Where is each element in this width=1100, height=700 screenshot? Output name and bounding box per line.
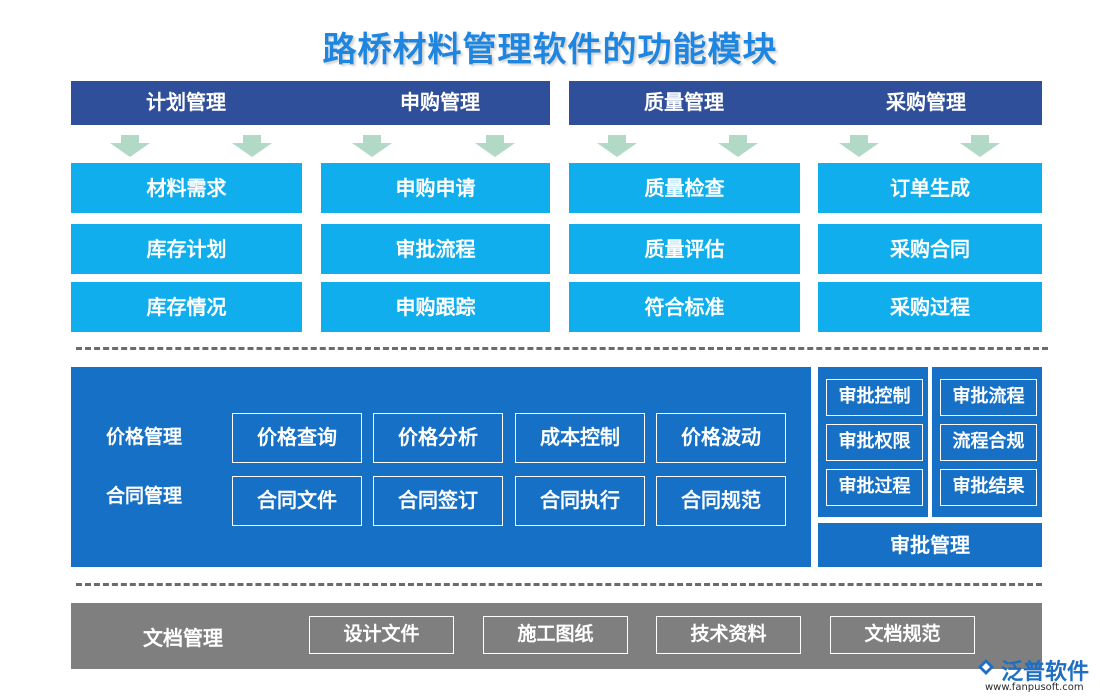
module-quality-assessment[interactable]: 质量评估 xyxy=(569,224,800,274)
price-management-label: 价格管理 xyxy=(106,426,183,448)
module-purchase-tracking[interactable]: 申购跟踪 xyxy=(321,282,550,332)
module-quality-inspection[interactable]: 质量检查 xyxy=(569,163,800,213)
approval-flow-box[interactable]: 审批流程 xyxy=(940,379,1037,416)
header-plan-management: 计划管理 xyxy=(146,90,226,114)
document-management-label: 文档管理 xyxy=(143,626,223,650)
brand-logo-icon xyxy=(978,659,994,675)
module-standard-compliance[interactable]: 符合标准 xyxy=(569,282,800,332)
approval-right-panel xyxy=(932,367,1042,517)
module-inventory-plan[interactable]: 库存计划 xyxy=(71,224,302,274)
module-approval-process[interactable]: 审批流程 xyxy=(321,224,550,274)
contract-documents-box[interactable]: 合同文件 xyxy=(232,476,362,526)
approval-permission-box[interactable]: 审批权限 xyxy=(826,424,923,461)
document-standards-box[interactable]: 文档规范 xyxy=(830,616,975,654)
cost-control-box[interactable]: 成本控制 xyxy=(515,413,645,463)
approval-management-title[interactable]: 审批管理 xyxy=(818,523,1042,567)
brand-url: www.fanpusoft.com xyxy=(985,682,1084,693)
price-fluctuation-box[interactable]: 价格波动 xyxy=(656,413,786,463)
arrow-down-icon xyxy=(475,135,515,157)
contract-signing-box[interactable]: 合同签订 xyxy=(373,476,503,526)
process-compliance-box[interactable]: 流程合规 xyxy=(940,424,1037,461)
dashed-divider xyxy=(76,347,1048,350)
approval-result-box[interactable]: 审批结果 xyxy=(940,469,1037,506)
module-order-generation[interactable]: 订单生成 xyxy=(818,163,1042,213)
technical-materials-box[interactable]: 技术资料 xyxy=(656,616,801,654)
brand-logo: 泛普软件 www.fanpusoft.com xyxy=(975,654,1095,696)
arrow-down-icon xyxy=(960,135,1000,157)
brand-name: 泛普软件 xyxy=(1001,660,1090,685)
header-bar-right: 质量管理 采购管理 xyxy=(569,81,1042,125)
design-files-box[interactable]: 设计文件 xyxy=(309,616,454,654)
module-material-demand[interactable]: 材料需求 xyxy=(71,163,302,213)
header-purchase-request-management: 申购管理 xyxy=(400,90,480,114)
header-procurement-management: 采购管理 xyxy=(886,90,966,114)
arrow-down-icon xyxy=(110,135,150,157)
price-analysis-box[interactable]: 价格分析 xyxy=(373,413,503,463)
page-title: 路桥材料管理软件的功能模块 xyxy=(322,30,778,70)
construction-drawings-box[interactable]: 施工图纸 xyxy=(483,616,628,654)
arrow-down-icon xyxy=(232,135,272,157)
arrow-down-icon xyxy=(839,135,879,157)
module-purchase-contract[interactable]: 采购合同 xyxy=(818,224,1042,274)
header-bar-left: 计划管理 申购管理 xyxy=(71,81,550,125)
module-inventory-status[interactable]: 库存情况 xyxy=(71,282,302,332)
contract-specification-box[interactable]: 合同规范 xyxy=(656,476,786,526)
price-contract-panel xyxy=(71,367,811,567)
module-purchase-process[interactable]: 采购过程 xyxy=(818,282,1042,332)
arrow-down-icon xyxy=(352,135,392,157)
approval-procedure-box[interactable]: 审批过程 xyxy=(826,469,923,506)
contract-execution-box[interactable]: 合同执行 xyxy=(515,476,645,526)
approval-left-panel xyxy=(818,367,928,517)
arrow-down-icon xyxy=(597,135,637,157)
module-purchase-request[interactable]: 申购申请 xyxy=(321,163,550,213)
document-management-panel xyxy=(71,603,1042,669)
approval-control-box[interactable]: 审批控制 xyxy=(826,379,923,416)
dashed-divider xyxy=(76,583,1042,586)
header-quality-management: 质量管理 xyxy=(644,90,724,114)
price-query-box[interactable]: 价格查询 xyxy=(232,413,362,463)
arrow-down-icon xyxy=(718,135,758,157)
contract-management-label: 合同管理 xyxy=(106,485,183,507)
